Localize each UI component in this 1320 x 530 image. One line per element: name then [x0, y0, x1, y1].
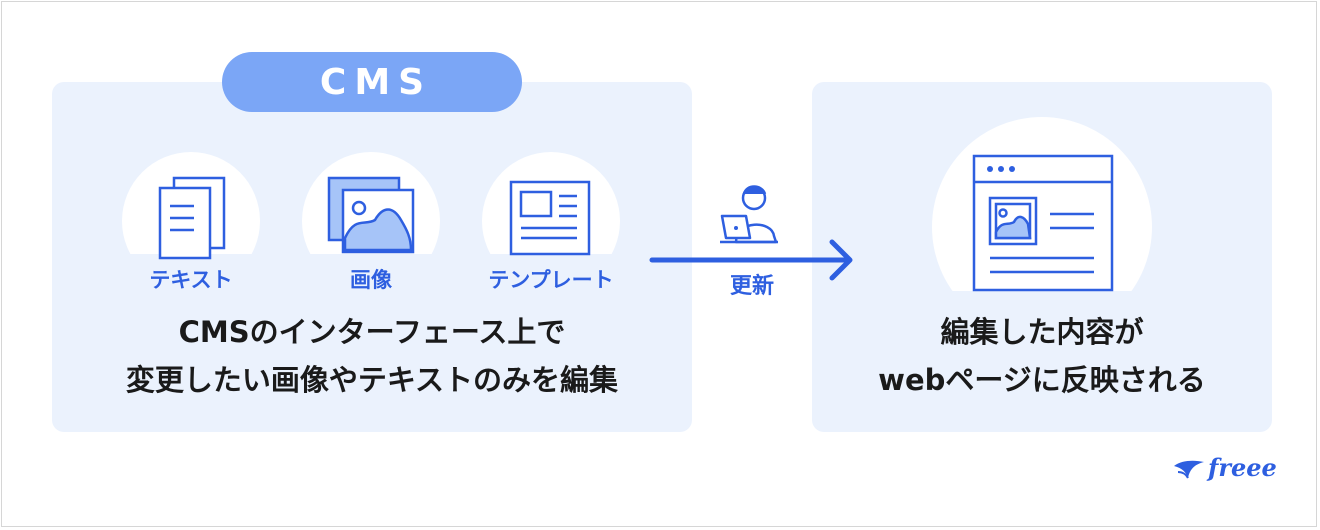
- document-icon: [158, 176, 226, 260]
- update-label: 更新: [729, 274, 774, 299]
- webpage-icon: [972, 154, 1114, 292]
- cms-description: CMSのインターフェース上で 変更したい画像やテキストのみを編集: [52, 308, 692, 404]
- arrow-icon: [649, 239, 853, 281]
- person-laptop-icon: [720, 185, 778, 244]
- update-arrow: [649, 185, 853, 281]
- text-label: テキスト: [149, 268, 233, 292]
- result-description: 編集した内容が webページに反映される: [812, 308, 1272, 404]
- result-description-line2: webページに反映される: [878, 363, 1206, 397]
- cms-description-line1: CMSのインターフェース上で: [178, 315, 566, 349]
- freee-logo: freee: [1172, 450, 1277, 484]
- bird-icon: [1174, 460, 1204, 479]
- result-description-line1: 編集した内容が: [940, 315, 1144, 349]
- template-icon: [509, 180, 591, 256]
- brand-name: freee: [1208, 452, 1277, 482]
- template-label: テンプレート: [488, 268, 614, 292]
- image-icon: [327, 176, 415, 254]
- cms-badge: CMS: [222, 52, 522, 112]
- cms-description-line2: 変更したい画像やテキストのみを編集: [125, 363, 619, 397]
- image-label: 画像: [350, 268, 392, 292]
- cms-panel: [52, 82, 692, 432]
